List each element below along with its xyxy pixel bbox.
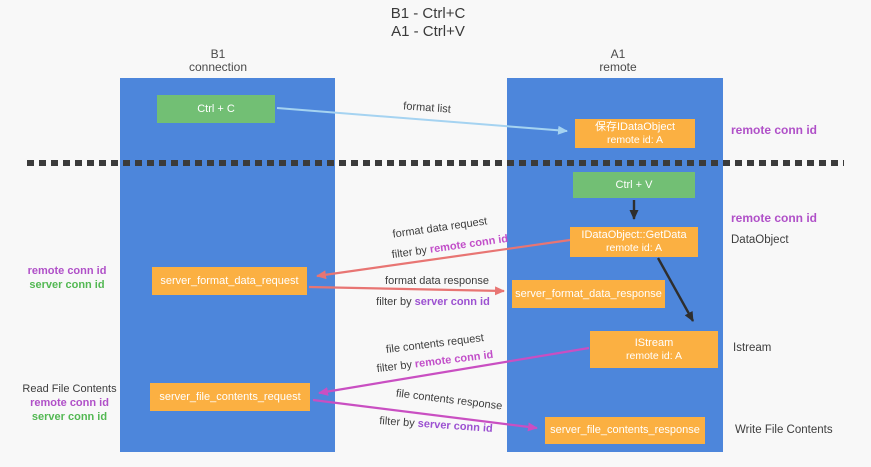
server-format-data-request-label: server_format_data_request — [160, 274, 299, 287]
filter-by-text: filter by — [376, 296, 412, 308]
right-label-dataobject: DataObject — [731, 234, 789, 246]
lifeline-a1-name: A1 — [610, 47, 626, 61]
right-label-remote-conn-id-top: remote conn id — [731, 123, 818, 137]
read-file-contents-label: Read File Contents — [22, 383, 117, 395]
node-istream: IStream remote id: A — [590, 331, 718, 368]
dashed-separator-line — [27, 160, 844, 166]
ctrl-v-label: Ctrl + V — [615, 179, 653, 191]
left-legend-bottom: Read File Contents remote conn id server… — [12, 382, 127, 424]
label-format-data-response: format data response — [367, 275, 507, 288]
right-label-write-file-contents: Write File Contents — [735, 424, 833, 436]
server-file-contents-response-label: server_file_contents_response — [550, 424, 700, 436]
save-dataobject-line2: remote id: A — [606, 133, 664, 146]
title-line-2: A1 - Ctrl+V — [391, 23, 465, 40]
left-bottom-remote-conn-id: remote conn id — [30, 397, 109, 409]
ctrl-c-label: Ctrl + C — [197, 103, 235, 115]
lifeline-b1-name: B1 — [210, 47, 226, 61]
left-mid-server-conn-id: server conn id — [29, 279, 105, 291]
node-server-file-contents-response: server_file_contents_response — [545, 417, 705, 444]
node-server-file-contents-request: server_file_contents_request — [150, 383, 310, 411]
left-bottom-server-conn-id: server conn id — [31, 411, 108, 423]
arrow-format-list — [276, 107, 568, 135]
node-server-format-data-response: server_format_data_response — [512, 280, 665, 308]
istream-line2: remote id: A — [625, 349, 683, 362]
server-format-data-response-label: server_format_data_response — [515, 287, 662, 300]
arrow-file-contents-response — [312, 398, 538, 432]
istream-line1: IStream — [634, 336, 674, 349]
format-list-text: format list — [402, 100, 452, 116]
right-label-istream: Istream — [733, 342, 772, 354]
server-file-contents-request-label: server_file_contents_request — [159, 390, 301, 403]
node-getdata: IDataObject::GetData remote id: A — [570, 227, 698, 257]
left-legend-mid: remote conn id server conn id — [17, 264, 117, 292]
save-dataobject-line1: 保存IDataObject — [594, 120, 676, 133]
lifeline-a1-role: remote — [599, 60, 637, 74]
server-conn-id-highlight: server conn id — [414, 296, 490, 308]
node-ctrl-c: Ctrl + C — [157, 95, 275, 123]
format-data-response-text: format data response — [385, 275, 489, 287]
getdata-line2: remote id: A — [605, 242, 663, 254]
arrow-getdata-to-istream — [656, 257, 695, 322]
right-label-remote-conn-id-mid: remote conn id — [731, 211, 818, 225]
node-ctrl-v: Ctrl + V — [573, 172, 695, 198]
arrow-format-data-request — [316, 238, 571, 280]
filter-by-text: filter by — [378, 415, 416, 430]
arrow-format-data-response — [308, 285, 505, 296]
lifeline-b1-role: connection — [188, 60, 248, 74]
left-mid-remote-conn-id: remote conn id — [27, 265, 107, 277]
node-save-dataobject: 保存IDataObject remote id: A — [575, 119, 695, 148]
diagram-title: B1 - Ctrl+C A1 - Ctrl+V — [328, 5, 528, 41]
arrow-file-contents-request — [318, 346, 590, 396]
getdata-line1: IDataObject::GetData — [581, 229, 687, 241]
node-server-format-data-request: server_format_data_request — [152, 267, 307, 295]
lifeline-header-a1: A1 remote — [558, 48, 678, 74]
lifeline-header-b1: B1 connection — [158, 48, 278, 74]
title-line-1: B1 - Ctrl+C — [390, 5, 466, 22]
